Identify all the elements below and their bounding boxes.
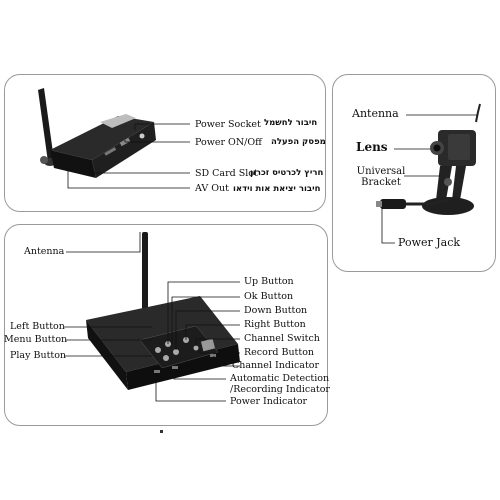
label-power-jack: Power Jack [398, 237, 460, 248]
label-left-button: Left Button [10, 321, 65, 332]
receiver-top-device [38, 88, 156, 178]
label-channel-indicator: Channel Indicator [232, 360, 319, 371]
label-sd-card-slot: SD Card Slot [195, 168, 258, 179]
label-power-indicator: Power Indicator [230, 396, 307, 407]
label-menu-button: Menu Button [4, 334, 67, 345]
label-record-button: Record Button [244, 347, 314, 358]
label-down-button: Down Button [244, 305, 307, 316]
label-automatic-detection-recording-indicator: Automatic Detection /Recording Indicator [230, 373, 330, 395]
label-antenna: Antenna [24, 246, 64, 257]
label-play-button: Play Button [10, 350, 66, 361]
label-lens: Lens [356, 142, 388, 153]
label-channel-switch: Channel Switch [244, 333, 320, 344]
hebrew-power-on-off: מפסק הפעלה [271, 137, 326, 148]
label-camera-antenna: Antenna [352, 108, 399, 119]
label-ok-button: Ok Button [244, 291, 293, 302]
hebrew-av-out: חיבור יציאת אות וידאו [233, 184, 320, 195]
camera-device [376, 104, 480, 215]
label-power-socket: Power Socket [195, 119, 261, 130]
label-universal-bracket: Universal Bracket [352, 166, 410, 188]
hebrew-power-socket: חיבור לחשמל [264, 118, 317, 129]
label-av-out: AV Out [195, 183, 229, 194]
label-power-on-off: Power ON/Off [195, 137, 262, 148]
label-up-button: Up Button [244, 276, 294, 287]
label-right-button: Right Button [244, 319, 306, 330]
hebrew-sd-card-slot: חריץ לכרטיס זכרון [250, 168, 323, 179]
